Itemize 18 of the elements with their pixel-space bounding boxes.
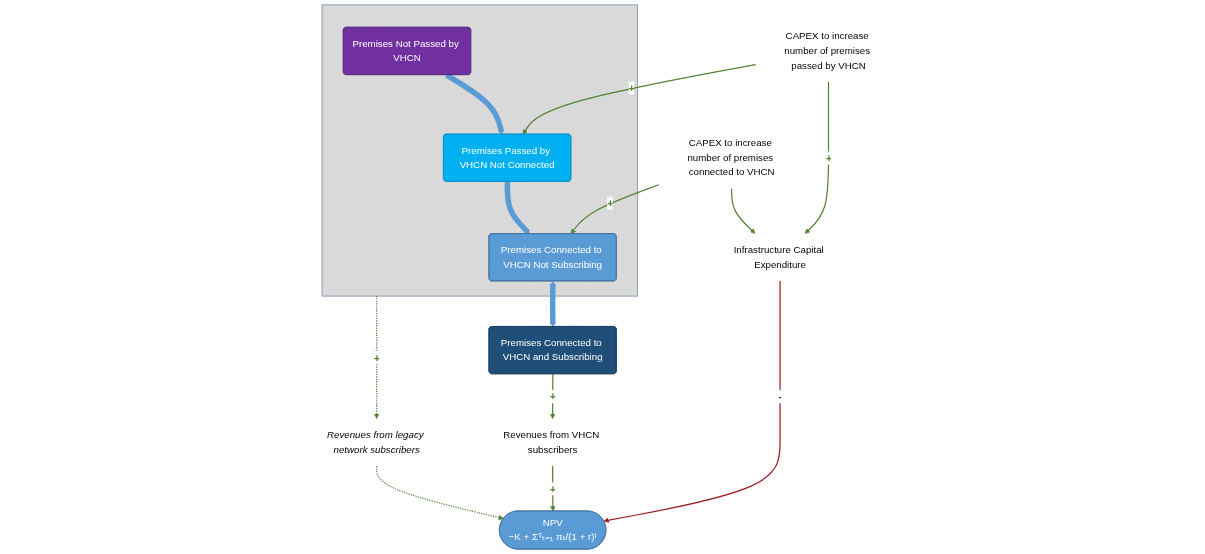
- arrow: [549, 281, 556, 327]
- edge-label: +: [628, 82, 635, 95]
- arrow: [522, 63, 757, 135]
- edge-label: -: [778, 390, 783, 403]
- edge-label: +: [549, 390, 557, 403]
- node-text: Revenues from VHCN subscribers: [503, 429, 600, 455]
- arrow: [730, 188, 756, 234]
- edge-label: +: [607, 197, 614, 210]
- node-text: CAPEX to increase number of premises passed by VHCN: [784, 30, 870, 71]
- edge-label: +: [549, 482, 557, 496]
- node-text: Infrastructure Capital Expenditure: [733, 244, 824, 270]
- arrow: [504, 181, 530, 235]
- edge-label: +: [825, 152, 832, 165]
- arrow: [375, 465, 504, 521]
- node-text: Revenues from legacy network subscribers: [326, 429, 424, 455]
- arrow: [570, 184, 660, 235]
- node-text: CAPEX to increase number of premises connected to VHCN: [687, 137, 775, 178]
- edge-label: +: [373, 351, 381, 365]
